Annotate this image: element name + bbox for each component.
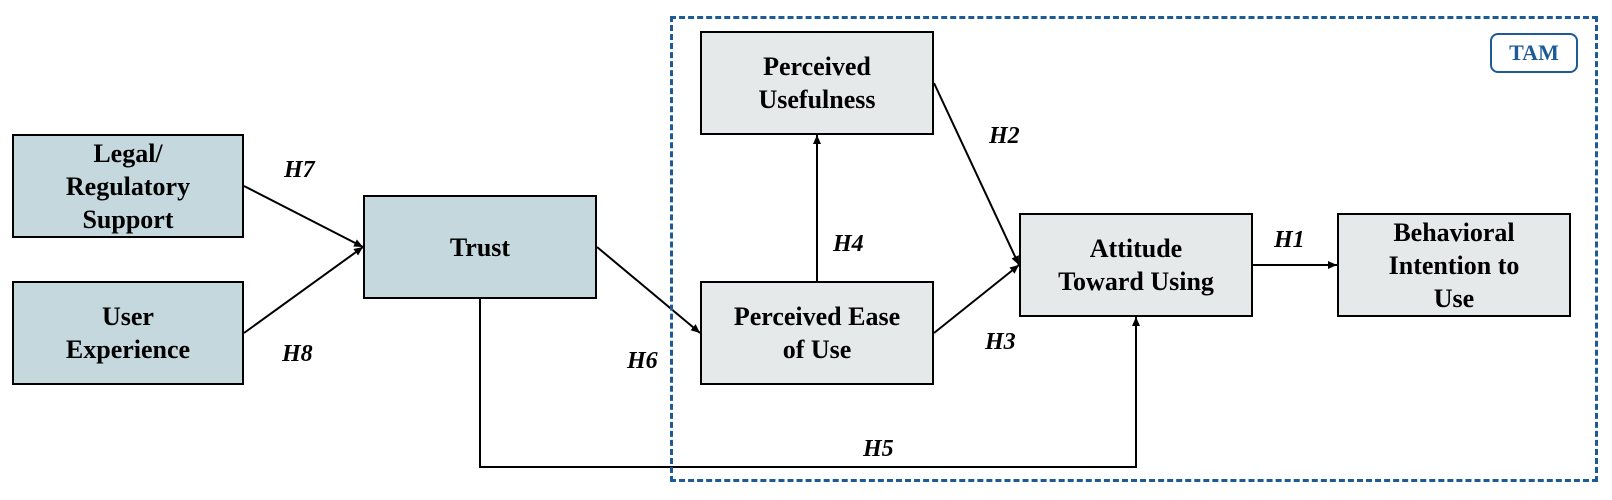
hypothesis-h5-label: H5 xyxy=(863,436,894,462)
trust-box: Trust xyxy=(363,195,597,299)
hypothesis-h3-label: H3 xyxy=(985,329,1016,355)
hypothesis-h6-label: H6 xyxy=(627,348,658,374)
attitude-toward-using-label: Attitude Toward Using xyxy=(1058,234,1214,296)
perceived-usefulness-box: Perceived Usefulness xyxy=(700,31,934,135)
user-experience-box: User Experience xyxy=(12,281,244,385)
hypothesis-h4-label: H4 xyxy=(833,231,864,257)
tam-region xyxy=(670,16,1598,482)
arrow-h2 xyxy=(933,82,1020,266)
perceived-usefulness-label: Perceived Usefulness xyxy=(758,52,876,114)
tam-badge: TAM xyxy=(1490,33,1578,73)
arrow-h7 xyxy=(243,185,364,248)
arrow-h5 xyxy=(479,299,1140,468)
trust-label: Trust xyxy=(449,232,511,262)
arrow-h6 xyxy=(596,246,701,334)
behavioral-intention-box: Behavioral Intention to Use xyxy=(1337,213,1571,317)
hypothesis-h2-label: H2 xyxy=(989,123,1020,149)
perceived-ease-of-use-label: Perceived Ease of Use xyxy=(733,302,901,364)
legal-regulatory-support-label: Legal/ Regulatory Support xyxy=(65,138,191,234)
arrow-h3 xyxy=(933,264,1020,334)
hypothesis-h1-label: H1 xyxy=(1274,227,1305,253)
arrow-h8 xyxy=(243,246,364,334)
user-experience-label: User Experience xyxy=(65,302,191,364)
hypothesis-h7-label: H7 xyxy=(284,157,315,183)
perceived-ease-of-use-box: Perceived Ease of Use xyxy=(700,281,934,385)
hypothesis-h8-label: H8 xyxy=(282,341,313,367)
attitude-toward-using-box: Attitude Toward Using xyxy=(1019,213,1253,317)
behavioral-intention-label: Behavioral Intention to Use xyxy=(1388,217,1520,313)
legal-regulatory-support-box: Legal/ Regulatory Support xyxy=(12,134,244,238)
